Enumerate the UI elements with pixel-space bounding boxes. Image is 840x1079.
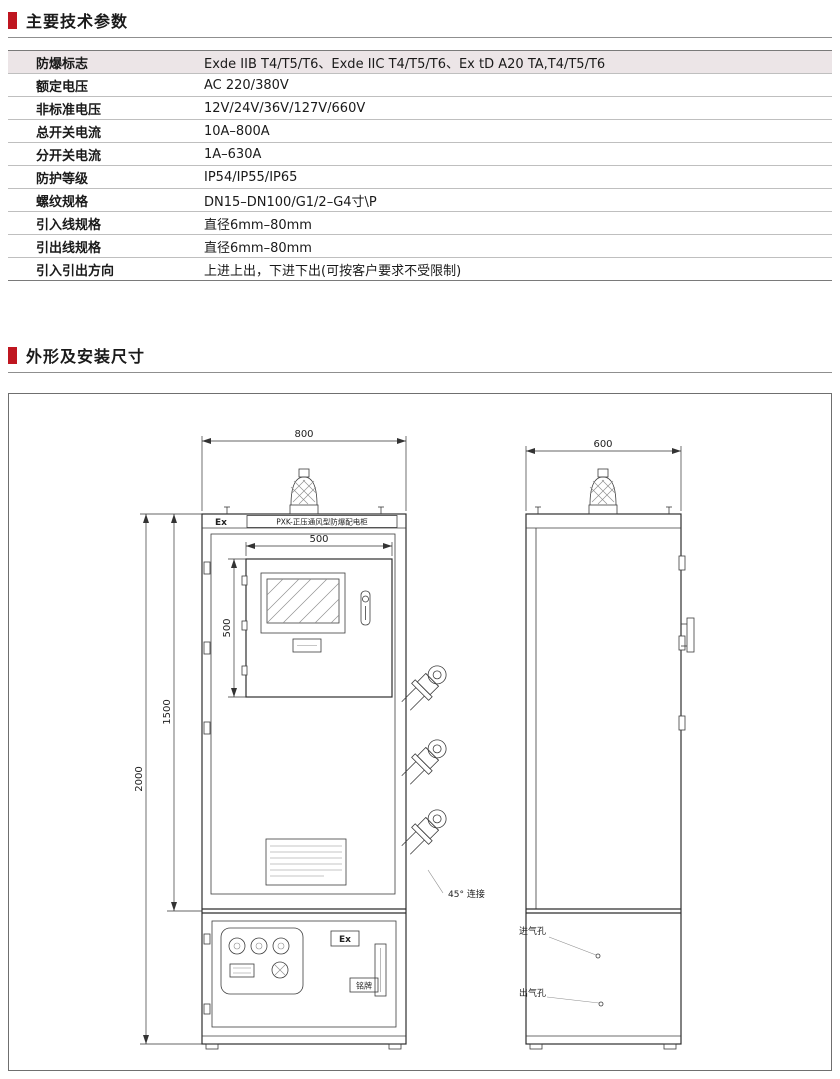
table-row: 防护等级 IP54/IP55/IP65 — [8, 165, 832, 189]
table-row: 引入线规格 直径6mm–80mm — [8, 211, 832, 235]
param-label: 引入线规格 — [8, 211, 196, 235]
dim-1500: 1500 — [162, 699, 173, 724]
param-label: 防爆标志 — [8, 50, 196, 74]
param-value: DN15–DN100/G1/2–G4寸\P — [196, 188, 832, 212]
dim-500-width: 500 — [309, 534, 328, 545]
front-view: Ex PXK-正压通风型防爆配电柜 — [201, 468, 485, 1050]
ex-marking-lower-label: Ex — [339, 935, 351, 945]
params-table: 防爆标志 Exde IIB T4/T5/T6、Exde IIC T4/T5/T6… — [8, 50, 832, 281]
param-label: 防护等级 — [8, 165, 196, 189]
hinge-icon — [678, 555, 686, 731]
table-row: 额定电压 AC 220/380V — [8, 73, 832, 97]
red-accent-block — [8, 11, 17, 29]
param-value: 直径6mm–80mm — [196, 211, 832, 235]
dim-800: 800 — [294, 429, 313, 440]
param-value: 直径6mm–80mm — [196, 234, 832, 258]
param-value: 1A–630A — [196, 142, 832, 166]
foot — [205, 1043, 219, 1050]
param-label: 非标准电压 — [8, 96, 196, 120]
foot — [388, 1043, 402, 1050]
table-row: 总开关电流 10A–800A — [8, 119, 832, 143]
keypad — [292, 638, 322, 653]
param-label: 螺纹规格 — [8, 188, 196, 212]
param-label: 额定电压 — [8, 73, 196, 97]
table-row: 引出线规格 直径6mm–80mm — [8, 234, 832, 258]
title-rule-1 — [8, 37, 832, 38]
foot — [529, 1043, 543, 1050]
side-view: 进气孔 出气孔 — [519, 468, 695, 1050]
param-label: 引出线规格 — [8, 234, 196, 258]
section-title-dimensions: 外形及安装尺寸 — [8, 345, 832, 366]
lower-compartment-door — [211, 920, 397, 1028]
params-title: 主要技术参数 — [26, 12, 129, 31]
pipe-flange-icon — [401, 665, 447, 855]
display-screen — [260, 572, 346, 634]
table-row: 非标准电压 12V/24V/36V/127V/660V — [8, 96, 832, 120]
table-row: 引入引出方向 上进上出，下进下出(可按客户要求不受限制) — [8, 257, 832, 281]
technical-drawing: Ex PXK-正压通风型防爆配电柜 — [134, 429, 695, 1050]
param-label: 总开关电流 — [8, 119, 196, 143]
ex-marking-plate: Ex — [330, 930, 360, 947]
dim-2000: 2000 — [134, 766, 145, 791]
front-window-door — [245, 558, 393, 698]
nameplate: 铭牌 — [349, 977, 379, 993]
hinge-icon — [203, 561, 211, 1015]
control-panel — [220, 927, 304, 995]
foot — [663, 1043, 677, 1050]
side-cabinet-outline — [525, 513, 682, 1045]
air-inlet-hole — [595, 953, 601, 959]
air-inlet-label: 进气孔 — [519, 925, 546, 937]
air-outlet-label: 出气孔 — [519, 987, 546, 999]
spec-plate — [265, 838, 347, 886]
dimension-lines: 800 600 2000 1500 500 — [134, 429, 682, 1045]
param-value: IP54/IP55/IP65 — [196, 165, 832, 189]
dim-600: 600 — [593, 439, 612, 450]
param-label: 分开关电流 — [8, 142, 196, 166]
section-title-params: 主要技术参数 — [8, 10, 832, 31]
air-outlet-hole — [598, 1001, 604, 1007]
connection-angle-label: 45° 连接 — [448, 888, 485, 900]
dimensions-title: 外形及安装尺寸 — [26, 347, 146, 366]
door-handle-icon — [681, 617, 695, 653]
table-row: 防爆标志 Exde IIB T4/T5/T6、Exde IIC T4/T5/T6… — [8, 50, 832, 74]
table-row: 螺纹规格 DN15–DN100/G1/2–G4寸\P — [8, 188, 832, 212]
ex-marking-label: Ex — [215, 518, 227, 528]
param-value: Exde IIB T4/T5/T6、Exde IIC T4/T5/T6、Ex t… — [196, 50, 832, 74]
hinge-icon — [241, 575, 248, 676]
beacon-light-icon — [289, 468, 319, 515]
lifting-lug-icon — [535, 506, 672, 514]
param-value: 12V/24V/36V/127V/660V — [196, 96, 832, 120]
param-value: AC 220/380V — [196, 73, 832, 97]
param-label: 引入引出方向 — [8, 257, 196, 281]
front-main-door — [210, 533, 396, 895]
cabinet-title-label: PXK-正压通风型防爆配电柜 — [276, 517, 368, 527]
param-value: 10A–800A — [196, 119, 832, 143]
nameplate-label: 铭牌 — [356, 981, 372, 991]
table-row: 分开关电流 1A–630A — [8, 142, 832, 166]
beacon-light-icon — [588, 468, 618, 515]
dimension-drawing-box: Ex PXK-正压通风型防爆配电柜 — [8, 393, 832, 1071]
dim-500-height: 500 — [222, 618, 233, 637]
lifting-lug-icon — [224, 506, 384, 514]
red-accent-block — [8, 346, 17, 364]
title-rule-2 — [8, 372, 832, 373]
param-value: 上进上出，下进下出(可按客户要求不受限制) — [196, 257, 832, 281]
door-handle-icon — [360, 590, 371, 626]
nameplate-slot — [374, 943, 387, 997]
